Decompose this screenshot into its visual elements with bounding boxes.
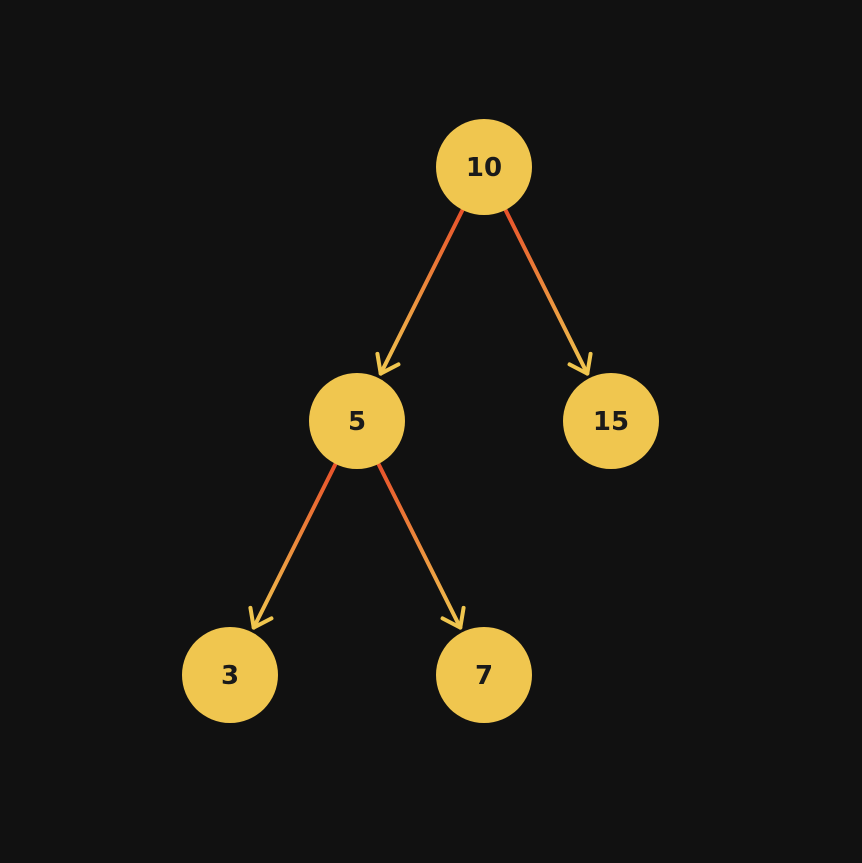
node-10: 10	[436, 119, 532, 215]
node-label: 7	[475, 661, 493, 691]
node-label: 3	[221, 661, 239, 691]
edge-line	[375, 460, 463, 630]
node-circle	[309, 373, 405, 469]
node-circle	[436, 627, 532, 723]
node-circle	[436, 119, 532, 215]
node-circle	[563, 373, 659, 469]
edge-5-to-3	[248, 460, 339, 630]
edge-10-to-5	[375, 206, 466, 376]
edge-line	[378, 206, 466, 376]
node-15: 15	[563, 373, 659, 469]
node-label: 10	[466, 153, 502, 183]
node-label: 15	[593, 407, 629, 437]
node-circle	[182, 627, 278, 723]
arrowhead	[567, 351, 593, 376]
edge-group	[248, 206, 593, 630]
edge-10-to-15	[502, 206, 593, 376]
edge-5-to-7	[375, 460, 466, 630]
node-7: 7	[436, 627, 532, 723]
edge-line	[251, 460, 339, 630]
arrowhead	[248, 605, 274, 630]
arrowhead	[375, 351, 401, 376]
node-3: 3	[182, 627, 278, 723]
arrowhead	[440, 605, 466, 630]
node-label: 5	[348, 407, 366, 437]
node-group: 10 5 15 3 7	[182, 119, 659, 723]
node-5: 5	[309, 373, 405, 469]
edge-line	[502, 206, 590, 376]
